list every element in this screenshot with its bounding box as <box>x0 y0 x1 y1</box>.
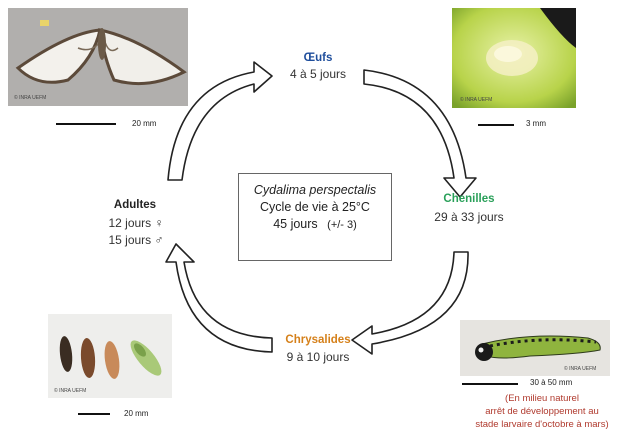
caterpillar-photo: © INRA UEFM <box>460 320 610 376</box>
note-line-3: stade larvaire d'octobre à mars) <box>462 418 622 431</box>
cycle-duration: 45 jours <box>273 217 317 231</box>
note-line-1: (En milieu naturel <box>462 392 622 405</box>
eggs-photo-credit: © INRA UEFM <box>460 97 492 103</box>
arrow-caterpillars-to-chrysalides <box>352 252 468 354</box>
pupae-scale-label: 20 mm <box>124 409 148 418</box>
caterpillars-duration: 29 à 33 jours <box>414 210 524 224</box>
caterpillar-scale-bar <box>462 383 518 385</box>
caterpillars-title: Chenilles <box>424 193 514 205</box>
pupae-photo-credit: © INRA UEFM <box>54 388 86 394</box>
chrysalides-title: Chrysalides <box>268 334 368 346</box>
species-name: Cydalima perspectalis <box>239 182 391 199</box>
adults-male-duration: 15 jours ♂ <box>96 233 176 247</box>
eggs-duration: 4 à 5 jours <box>268 67 368 81</box>
moth-image <box>8 8 188 106</box>
eggs-scale-label: 3 mm <box>526 119 546 128</box>
cycle-variation: (+/- 3) <box>327 219 357 231</box>
adult-scale-bar <box>56 123 116 125</box>
adult-photo-credit: © INRA UEFM <box>14 95 46 101</box>
cycle-duration-row: 45 jours (+/- 3) <box>239 216 391 234</box>
eggs-image <box>452 8 576 108</box>
adults-title: Adultes <box>100 199 170 211</box>
adults-female-duration: 12 jours ♀ <box>96 216 176 230</box>
pupae-photo: © INRA UEFM <box>48 314 172 398</box>
eggs-photo: © INRA UEFM <box>452 8 576 108</box>
life-cycle-summary-box: Cydalima perspectalis Cycle de vie à 25°… <box>238 173 392 261</box>
caterpillar-photo-credit: © INRA UEFM <box>564 366 596 372</box>
pupae-image <box>48 314 172 398</box>
pupae-scale-bar <box>78 413 110 415</box>
caterpillar-scale-label: 30 à 50 mm <box>530 378 572 387</box>
eggs-scale-bar <box>478 124 514 126</box>
chrysalides-duration: 9 à 10 jours <box>268 350 368 364</box>
eggs-title: Œufs <box>288 52 348 64</box>
adult-moth-photo: © INRA UEFM <box>8 8 188 106</box>
note-line-2: arrêt de développement au <box>462 405 622 418</box>
adult-scale-label: 20 mm <box>132 119 156 128</box>
cycle-temperature: Cycle de vie à 25°C <box>239 199 391 216</box>
natural-environment-note: (En milieu naturel arrêt de développemen… <box>462 392 622 431</box>
